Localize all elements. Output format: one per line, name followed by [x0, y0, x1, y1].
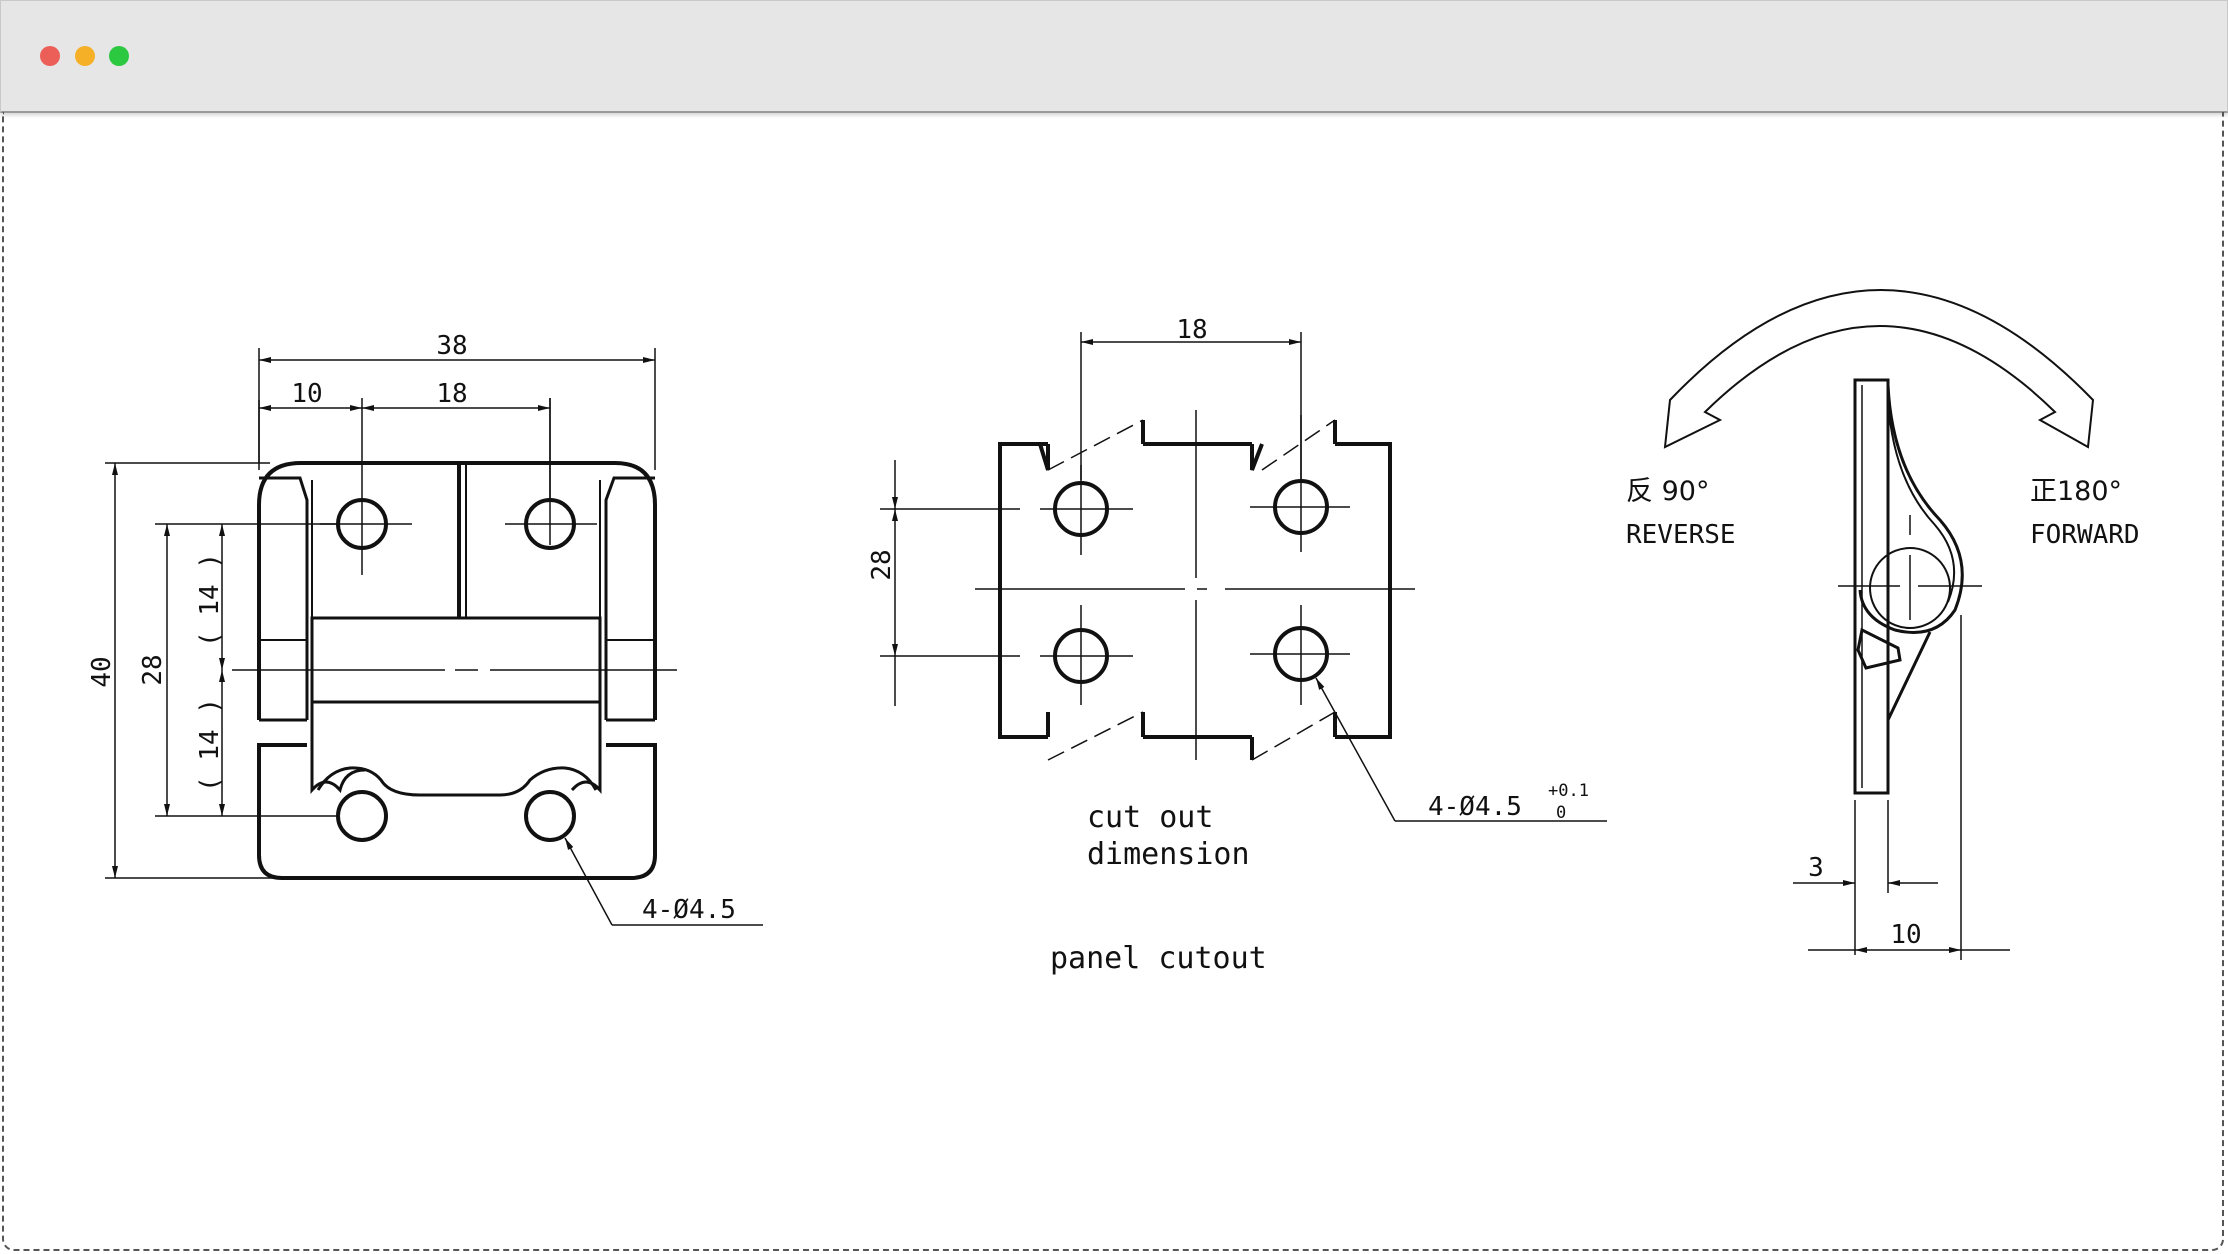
hinge-hole: [524, 790, 576, 842]
title-bar: [0, 0, 2228, 113]
cutout-hole-callout: 4-Ø4.5: [1428, 792, 1522, 822]
rotation-arc-arrow: [1663, 289, 2095, 449]
dim-hole-vertical: 28: [138, 654, 168, 685]
forward-label: FORWARD: [2030, 520, 2140, 550]
dim-half-bottom: ( 14 ): [195, 698, 225, 792]
cutout-label-line1: cut out: [1087, 800, 1213, 835]
dim-thickness: 3: [1808, 853, 1824, 883]
dim-hole-spacing: 18: [436, 379, 467, 409]
hinge-hole-callout: 4-Ø4.5: [642, 895, 736, 925]
hinge-knuckle: [310, 616, 602, 704]
maximize-button[interactable]: [109, 46, 129, 66]
hinge-lower-leaf: [257, 743, 657, 880]
hinge-hole: [336, 790, 388, 842]
hinge-front-view: 38 10 18 40 28 ( 14 ) ( 14 ): [87, 331, 763, 926]
panel-cutout-caption: panel cutout: [1050, 941, 1267, 976]
panel-cutout-view: 18 28 4-Ø4.5 +0.1 0 cut out dimension pa…: [867, 315, 1607, 976]
cutout-dim-v: 28: [867, 549, 897, 580]
hinge-side-view: 反 90° REVERSE 正180° FORWARD: [1626, 289, 2140, 960]
reverse-label: REVERSE: [1626, 520, 1736, 550]
forward-angle: 正180°: [2030, 476, 2122, 507]
tolerance-lower: 0: [1556, 803, 1566, 823]
dim-depth: 10: [1890, 920, 1921, 950]
dim-edge-to-hole: 10: [291, 379, 322, 409]
cutout-label-line2: dimension: [1087, 837, 1250, 872]
reverse-angle: 反 90°: [1626, 476, 1709, 507]
close-button[interactable]: [40, 46, 60, 66]
drawing-canvas-frame: [2, 112, 2224, 1251]
dim-half-top: ( 14 ): [195, 553, 225, 647]
cutout-dim-h: 18: [1176, 315, 1207, 345]
minimize-button[interactable]: [75, 46, 95, 66]
tolerance-upper: +0.1: [1548, 781, 1589, 801]
dim-overall-width: 38: [436, 331, 467, 361]
dim-overall-height: 40: [87, 656, 117, 687]
